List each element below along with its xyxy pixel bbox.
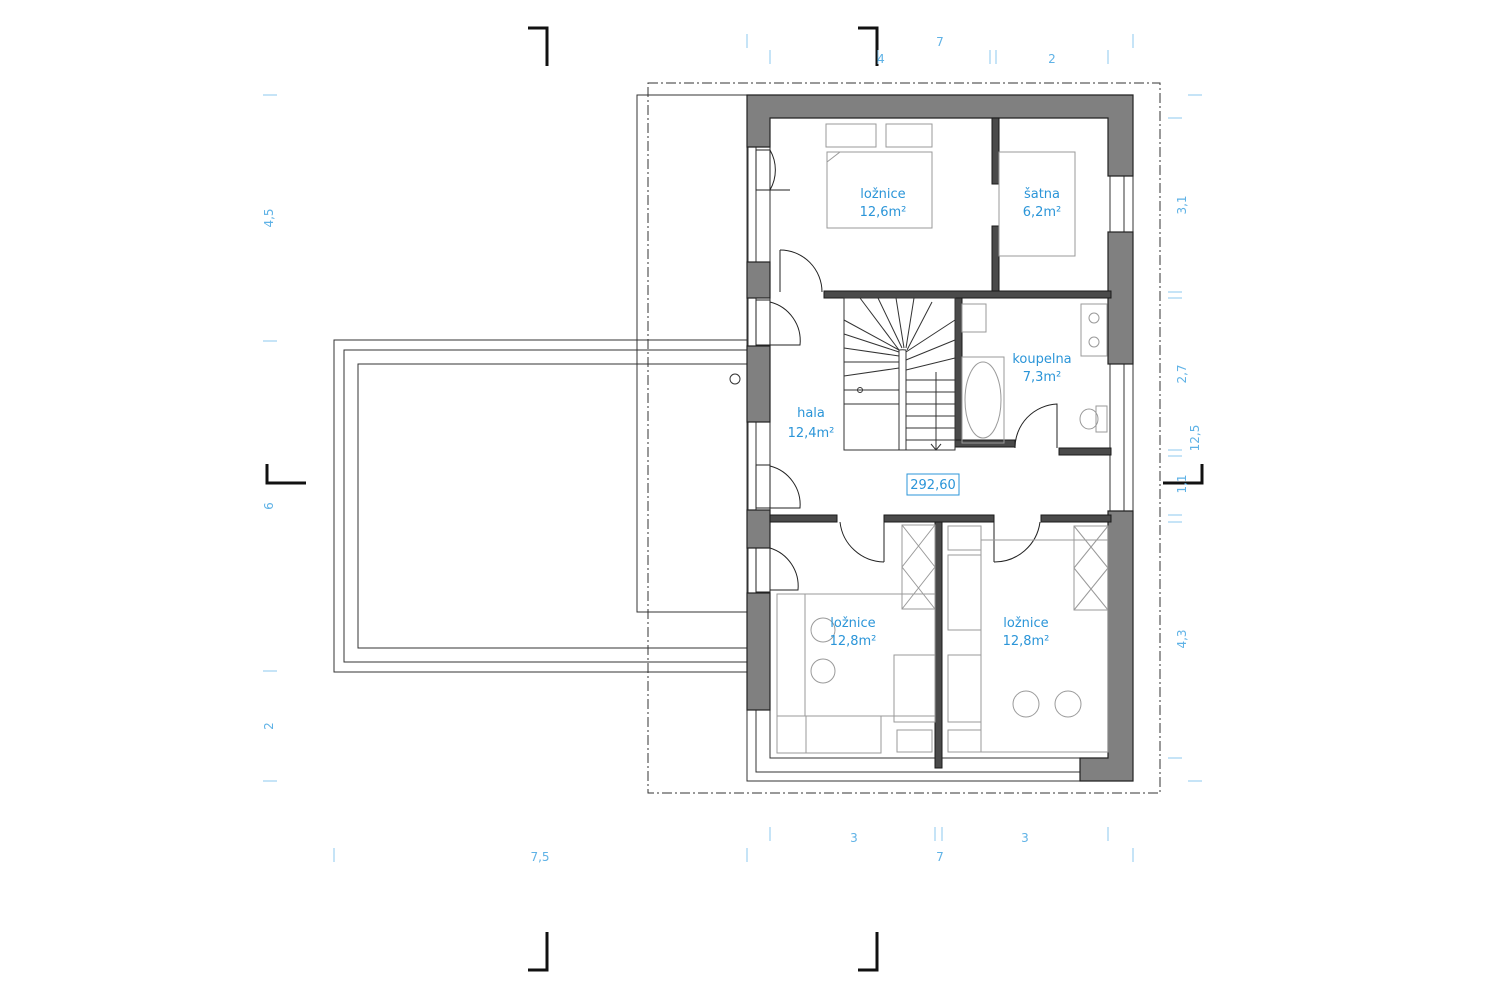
bed-double	[825, 123, 933, 229]
room-area-bedroom-left: 12,8m²	[830, 634, 877, 649]
dim-top-1: 4	[877, 52, 885, 66]
room-name-bedroom-left: ložnice	[830, 616, 875, 631]
exterior-walls	[746, 94, 1134, 782]
closet-wardrobe	[998, 151, 1076, 257]
dim-right-1: 3,1	[1175, 195, 1189, 214]
room-name-bedroom-main: ložnice	[860, 187, 905, 202]
dim-left-1: 4,5	[262, 208, 276, 227]
dimension-ticks	[263, 34, 1202, 862]
room-name-closet: šatna	[1024, 187, 1060, 202]
downpipe-symbol	[729, 373, 741, 385]
room-area-bathroom: 7,3m²	[1023, 370, 1062, 385]
roof-outline	[647, 82, 1161, 794]
dim-bottom-outer-1: 7,5	[530, 850, 549, 864]
dim-top-2: 7	[936, 35, 944, 49]
dim-bottom-inner-1: 3	[850, 831, 858, 845]
dim-right-4: 4,3	[1175, 629, 1189, 648]
dim-bottom-outer-2: 7	[936, 850, 944, 864]
dim-right-3: 1,1	[1175, 474, 1189, 493]
room-name-bedroom-right: ložnice	[1003, 616, 1048, 631]
room-area-hall: 12,4m²	[788, 426, 835, 441]
room-area-closet: 6,2m²	[1023, 205, 1062, 220]
dim-right-total: 12,5	[1188, 425, 1202, 452]
section-markers	[265, 26, 1204, 972]
staircase	[843, 297, 956, 451]
dim-bottom-inner-2: 3	[1021, 831, 1029, 845]
terrace	[333, 339, 749, 673]
room-area-bedroom-main: 12,6m²	[860, 205, 907, 220]
bedroom-right-furniture	[947, 525, 1109, 753]
bedroom-left-furniture	[776, 524, 936, 754]
bathroom-fixtures	[961, 303, 1108, 444]
room-name-hall: hala	[797, 406, 825, 421]
room-area-bedroom-right: 12,8m²	[1003, 634, 1050, 649]
dim-right-2: 2,7	[1175, 364, 1189, 383]
doors	[755, 149, 1058, 593]
dim-left-2: 6	[262, 502, 276, 510]
dim-top-3: 2	[1048, 52, 1056, 66]
dim-left-3: 2	[262, 722, 276, 730]
level-mark: 292,60	[910, 478, 956, 493]
pergola	[636, 94, 749, 613]
room-name-bathroom: koupelna	[1012, 352, 1071, 367]
level-mark-box	[906, 473, 960, 496]
